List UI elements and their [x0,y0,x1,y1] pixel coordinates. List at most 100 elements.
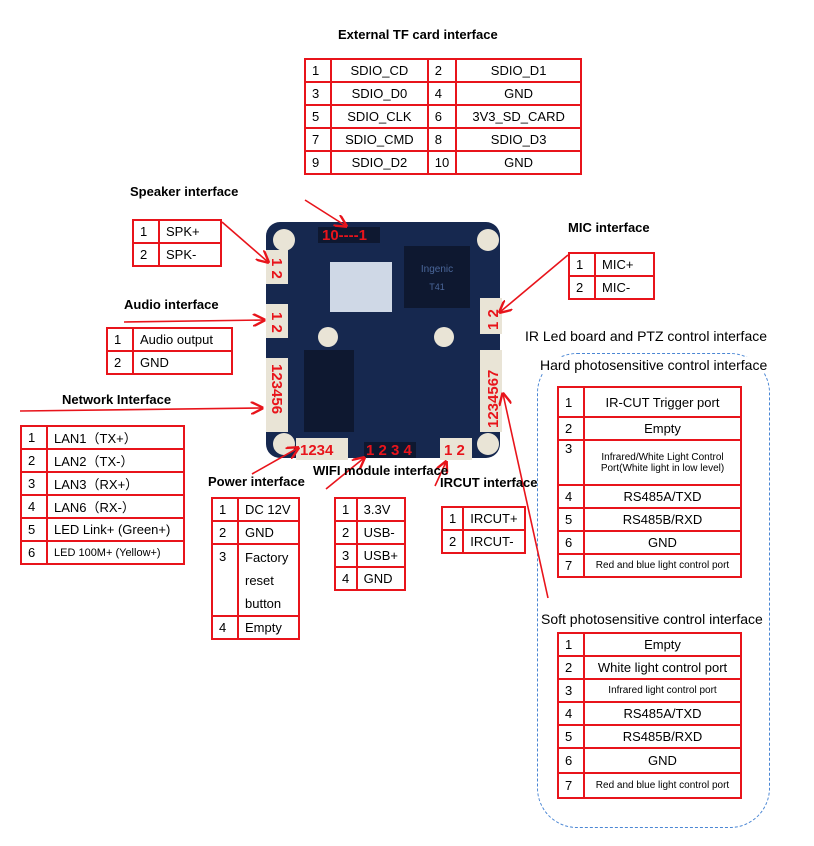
ptz-dashed-group [537,353,770,828]
pin-function: Empty [237,615,300,640]
pin-number: 4 [334,566,358,591]
pin-function: SPK+ [158,219,222,244]
pin-function: LAN1（TX+） [46,425,185,450]
pin-function: 3V3_SD_CARD [455,104,582,129]
pin-function: SDIO_D0 [330,81,429,106]
pin-number: 7 [304,127,332,152]
pin-function: SDIO_D2 [330,150,429,175]
pin-number: 1 [440,506,465,531]
pin-number: 3 [304,81,332,106]
pin-number: 2 [106,350,134,375]
pin-number: 5 [20,517,48,542]
pin-number: 2 [440,529,465,554]
pin-number: 5 [557,507,585,532]
pin-function: GND [583,530,742,555]
pin-number: 6 [426,104,458,129]
pin-function: IR-CUT Trigger port [583,386,742,418]
pin-number: 1 [211,497,239,522]
pin-function: SDIO_CD [330,58,429,83]
pin-number: 2 [568,275,596,300]
pin-number: 10 [426,150,458,175]
pin-function: GND [583,747,742,774]
pin-function: RS485B/RXD [583,507,742,532]
pin-function: Empty [583,632,742,657]
pin-number: 1 [557,632,585,657]
network-title: Network Interface [62,392,172,407]
pin-function: Red and blue light control port [583,772,742,799]
hard-title: Hard photosensitive control interface [540,357,768,373]
camera-board: Ingenic T41 [266,222,502,460]
ircut-pin-marker: 1 2 [444,442,465,459]
pin-number: 4 [557,701,585,726]
pin-number: 2 [557,416,585,441]
pin-function: LED 100M+ (Yellow+) [46,540,185,565]
pin-function: SDIO_D1 [455,58,582,83]
ircut-title: IRCUT interface [440,475,538,490]
pin-function: LAN2（TX-） [46,448,185,473]
pin-number: 2 [132,242,160,267]
speaker-pin-marker: 1 2 [268,258,285,279]
pin-function: GND [355,566,407,591]
svg-text:T41: T41 [429,282,445,292]
pin-function: SDIO_CMD [330,127,429,152]
pin-number: 3 [211,543,239,617]
ptz-pin-marker: 1234567 [485,370,502,428]
audio-pin-marker: 1 2 [268,312,285,333]
wifi-pin-marker: 1 2 3 4 [366,442,413,459]
pin-function: RS485A/TXD [583,484,742,509]
pin-number: 7 [557,553,585,578]
pin-number: 1 [304,58,332,83]
speaker-title: Speaker interface [130,184,239,199]
pin-function: GND [132,350,233,375]
pin-function: IRCUT- [462,529,526,554]
power-pin-marker: 1234 [300,442,334,459]
pin-number: 1 [334,497,358,522]
arrows [19,199,569,599]
pin-function: USB+ [355,543,407,568]
pin-function: SDIO_CLK [330,104,429,129]
pin-number: 6 [557,530,585,555]
pin-number: 4 [20,494,48,519]
network-pin-marker: 123456 [268,364,285,414]
pin-number: 6 [20,540,48,565]
pin-function: 3.3V [355,497,407,522]
pin-number: 1 [132,219,160,244]
pin-number: 1 [20,425,48,450]
pin-number: 2 [211,520,239,545]
pin-number: 1 [557,386,585,418]
pin-number: 3 [557,678,585,703]
pin-function: MIC- [594,275,655,300]
pin-function: MIC+ [594,252,655,277]
